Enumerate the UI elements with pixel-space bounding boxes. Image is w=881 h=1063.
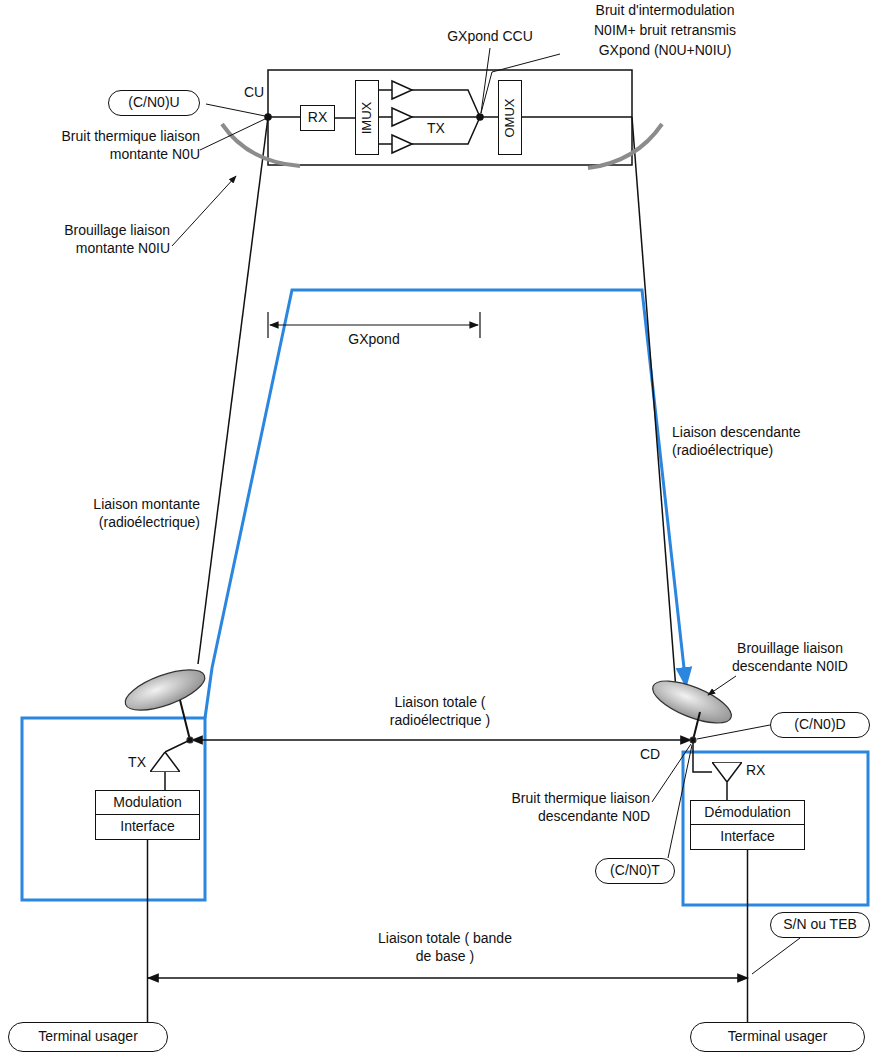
- process-box: Interface: [95, 814, 200, 840]
- blue-path: [683, 752, 868, 905]
- amplifier-symbol: TX: [150, 752, 180, 772]
- leader-line: [708, 676, 736, 695]
- node-text: IMUX: [359, 101, 375, 134]
- quality-callout: S/N ou TEB: [770, 912, 870, 938]
- process-box: Interface: [690, 824, 805, 850]
- terminal-box: Terminal usager: [8, 1022, 168, 1052]
- satellite-transponder: [268, 70, 632, 165]
- ground-antenna: [165, 740, 712, 772]
- satellite-transponder: [392, 81, 412, 153]
- signal-wire: [164, 772, 166, 790]
- annotation-label: N0IM+ bruit retransmis: [555, 22, 775, 40]
- annotation-label: Liaison montante (radioélectrique): [70, 496, 200, 531]
- node-text: Terminal usager: [728, 1028, 828, 1046]
- amplifier-symbol: RX: [712, 762, 742, 782]
- satellite-transponder: [265, 70, 632, 165]
- amplifier-triangle: [150, 752, 180, 772]
- radio-links: [148, 117, 748, 978]
- annotation-label: Brouillage liaison descendante N0ID: [705, 640, 875, 675]
- radio-links: [192, 739, 691, 741]
- leader-line: [697, 725, 770, 739]
- annotation-label: GXpond CCU: [445, 28, 535, 46]
- node-text: Interface: [120, 818, 174, 836]
- blue-path: [22, 290, 868, 905]
- amplifier-triangle: [712, 762, 742, 782]
- node-text: (C/N0)U: [128, 94, 179, 112]
- satellite-transponder: [477, 114, 483, 120]
- node-text: Terminal usager: [38, 1028, 138, 1046]
- ratio-callout: (C/N0)D: [770, 712, 870, 738]
- node-text: Modulation: [113, 794, 182, 812]
- ground-antenna: [120, 662, 736, 772]
- annotation-label: TX: [424, 120, 448, 138]
- node-text: Interface: [720, 828, 774, 846]
- annotation-label: Liaison totale ( radioélectrique ): [365, 694, 515, 729]
- satellite-transponder: [412, 90, 480, 144]
- annotation-label: Bruit thermique liaison montante N0U: [20, 128, 200, 163]
- node-text: Démodulation: [704, 804, 790, 822]
- node-text: (C/N0)T: [610, 862, 660, 880]
- ratio-callout: (C/N0)T: [595, 858, 675, 884]
- radio-links: [632, 117, 676, 690]
- signal-wire: [147, 840, 149, 1022]
- annotation-label: GXpond (N0U+N0IU): [555, 42, 775, 60]
- node-text: (C/N0)D: [794, 716, 845, 734]
- signal-wire: [747, 850, 749, 1022]
- leader-line: [481, 48, 490, 113]
- radio-links: [148, 977, 748, 979]
- mux-box: OMUX: [498, 80, 522, 155]
- signal-wire: [726, 782, 728, 800]
- leader-line: [752, 938, 800, 974]
- leader-line: [200, 119, 265, 150]
- amplifier-triangle: [712, 762, 742, 782]
- annotation-label: Liaison totale ( bande de base ): [370, 930, 520, 965]
- annotation-label: Liaison descendante (radioélectrique): [672, 424, 842, 459]
- antenna-beam-arc: [588, 124, 662, 168]
- annotation-label: Brouillage liaison montante N0IU: [10, 222, 170, 257]
- node-text: TX: [128, 754, 146, 772]
- annotation-label: CU: [244, 84, 268, 102]
- radio-links: [198, 117, 268, 664]
- ground-antenna: [647, 672, 736, 731]
- leader-line: [668, 745, 692, 858]
- node-text: RX: [308, 109, 327, 127]
- node-text: S/N ou TEB: [783, 916, 857, 934]
- demux-box: IMUX: [355, 80, 379, 155]
- process-box: Modulation: [95, 790, 200, 816]
- ground-antenna: [120, 662, 209, 719]
- amplifier-triangle: [150, 752, 180, 772]
- gain-bracket: [270, 324, 478, 325]
- terminal-box: Terminal usager: [690, 1022, 865, 1052]
- annotation-label: CD: [640, 746, 666, 764]
- ratio-callout: (C/N0)U: [108, 90, 200, 116]
- annotation-label: Bruit d'intermodulation: [555, 2, 775, 20]
- satellite-transponder: [379, 90, 392, 144]
- leader-line: [206, 104, 265, 116]
- signal-wire: [335, 117, 355, 119]
- node-text: OMUX: [502, 98, 518, 137]
- satellite-transponder: [268, 116, 300, 118]
- node-text: RX: [746, 762, 765, 780]
- annotation-label: GXpond: [334, 331, 414, 349]
- receiver-box: RX: [300, 105, 335, 131]
- leader-line: [172, 176, 236, 246]
- process-box: Démodulation: [690, 800, 805, 826]
- antenna-beam-arc: [222, 124, 300, 166]
- annotation-label: Bruit thermique liaison descendante N0D: [460, 790, 650, 825]
- blue-path: [205, 290, 686, 718]
